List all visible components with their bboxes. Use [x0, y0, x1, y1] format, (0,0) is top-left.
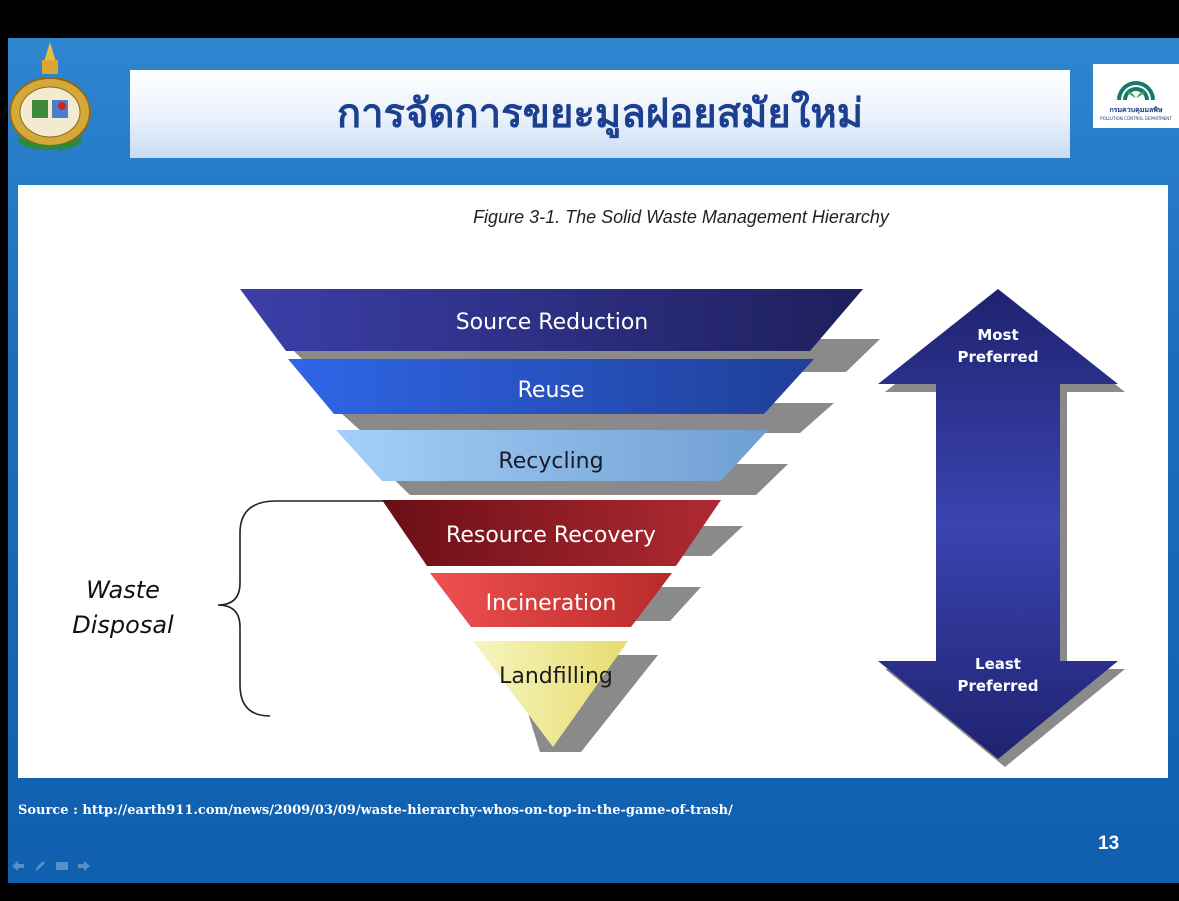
- pcd-logo-icon: กรมควบคุมมลพิษ POLLUTION CONTROL DEPARTM…: [1093, 64, 1179, 128]
- logo-thai-text: กรมควบคุมมลพิษ: [1109, 106, 1162, 114]
- arrow-bottom-line1: Least: [975, 655, 1021, 673]
- previous-slide-icon[interactable]: [12, 857, 24, 871]
- slide-nav-controls: [12, 857, 90, 871]
- royal-seal-icon: [9, 42, 91, 150]
- waste-disposal-bracket: [217, 500, 390, 717]
- arrow-bottom-line2: Preferred: [958, 677, 1039, 695]
- letterbox-top: [0, 0, 1179, 38]
- bracket-label-line2: Disposal: [72, 611, 174, 639]
- level-label: Source Reduction: [456, 310, 649, 335]
- next-slide-icon[interactable]: [78, 857, 90, 871]
- arrow-top-line2: Preferred: [958, 348, 1039, 366]
- level-label: Recycling: [498, 449, 603, 474]
- slide-title: การจัดการขยะมูลฝอยสมัยใหม่: [336, 90, 864, 137]
- bracket-label-line1: Waste: [86, 576, 160, 604]
- page-number: 13: [1098, 833, 1120, 854]
- letterbox-bottom: [0, 883, 1179, 901]
- figure-caption: Figure 3-1. The Solid Waste Management H…: [473, 207, 890, 227]
- level-label: Resource Recovery: [446, 523, 656, 548]
- menu-icon[interactable]: [56, 857, 68, 870]
- level-resource-recovery: Resource Recovery: [382, 500, 721, 566]
- level-incineration: Incineration: [430, 573, 672, 627]
- preference-arrow: [878, 289, 1118, 759]
- level-reuse: Reuse: [288, 359, 814, 414]
- level-source-reduction: Source Reduction: [240, 289, 863, 351]
- arrow-top-line1: Most: [977, 326, 1018, 344]
- source-citation: Source : http://earth911.com/news/2009/0…: [18, 803, 733, 818]
- diagram-panel: Figure 3-1. The Solid Waste Management H…: [18, 185, 1168, 778]
- level-landfilling: Landfilling: [473, 641, 628, 747]
- logo-english-text: POLLUTION CONTROL DEPARTMENT: [1100, 116, 1172, 121]
- level-label: Reuse: [518, 378, 585, 403]
- waste-hierarchy-diagram: Figure 3-1. The Solid Waste Management H…: [72, 207, 1125, 767]
- level-recycling: Recycling: [336, 430, 768, 481]
- level-label: Incineration: [486, 591, 617, 616]
- title-banner: [130, 70, 1070, 158]
- pen-icon[interactable]: [34, 857, 46, 871]
- level-label: Landfilling: [499, 664, 613, 689]
